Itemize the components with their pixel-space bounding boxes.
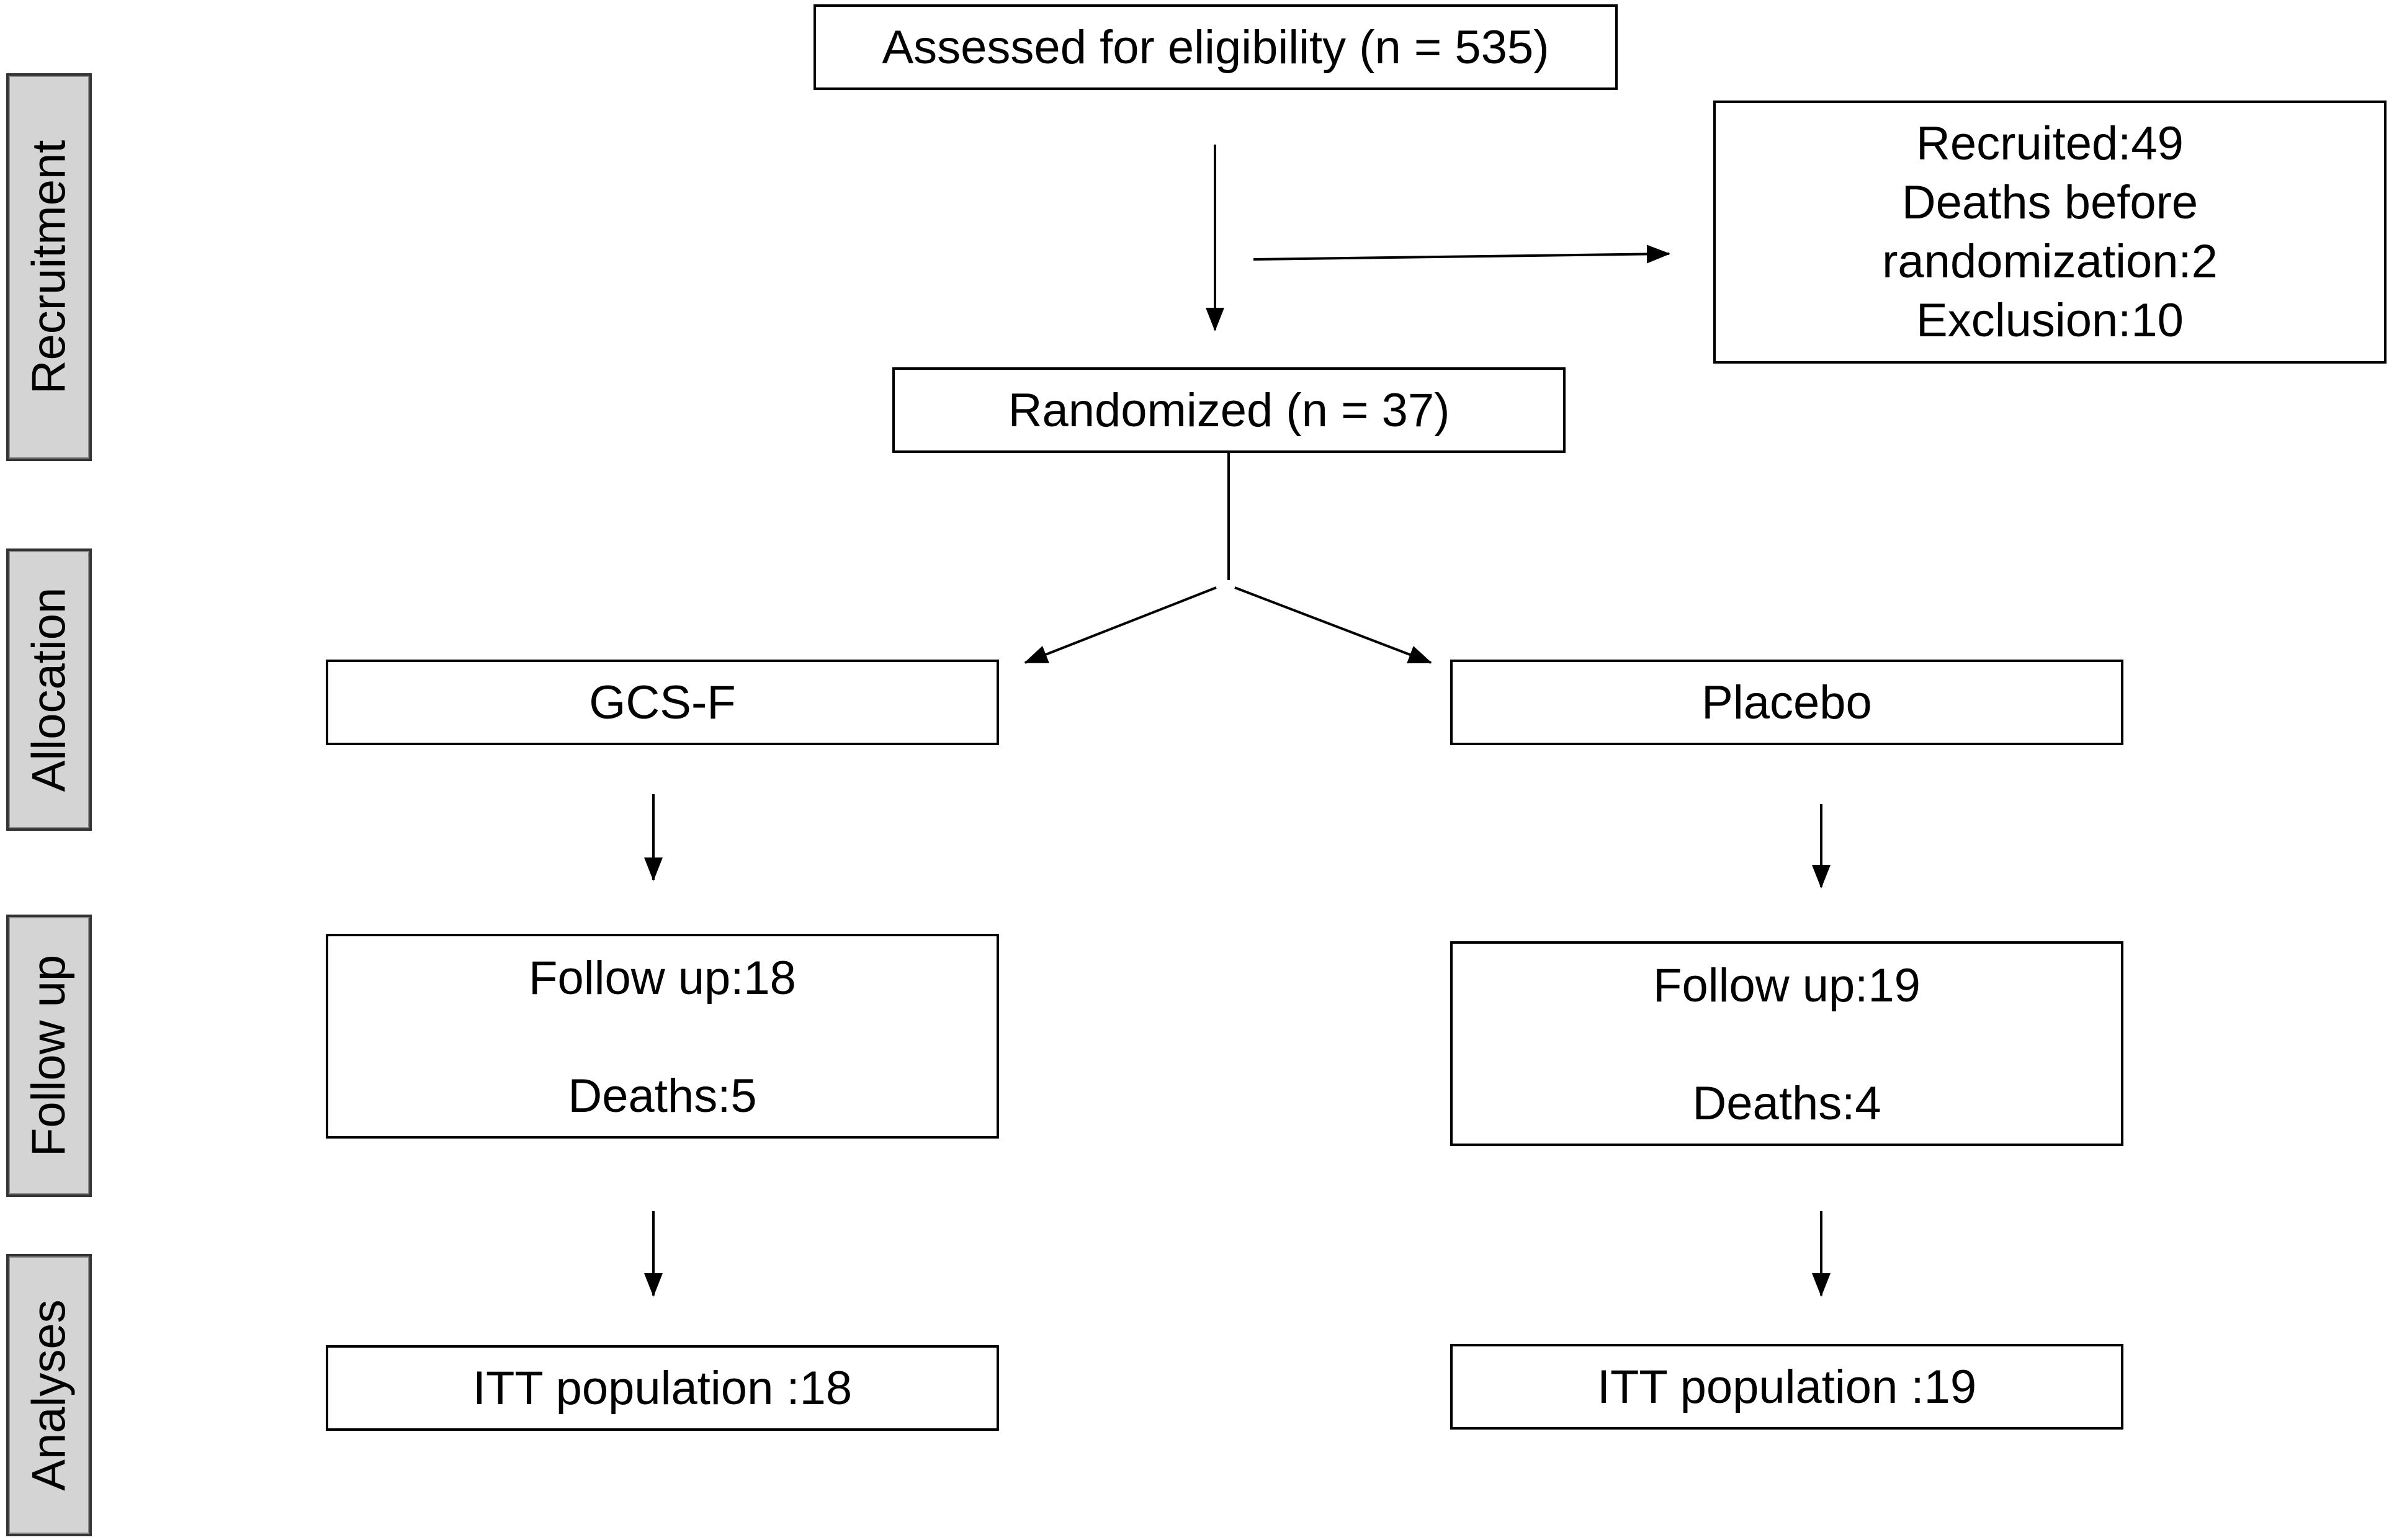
itt-left-text: ITT population :18 bbox=[472, 1361, 853, 1415]
arm-right-name: Placebo bbox=[1701, 676, 1872, 729]
excluded-box: Recruited:49 Deaths before randomization… bbox=[1713, 101, 2387, 364]
stage-label-follow-up: Follow up bbox=[6, 915, 92, 1197]
stage-label-analyses: Analyses bbox=[6, 1254, 92, 1536]
excluded-line-2: Deaths before bbox=[1901, 176, 2199, 229]
itt-left-box: ITT population :18 bbox=[326, 1345, 999, 1431]
randomized-text: Randomized (n = 37) bbox=[1008, 383, 1450, 437]
randomized-box: Randomized (n = 37) bbox=[892, 367, 1566, 453]
arm-left-box: GCS-F bbox=[326, 660, 999, 745]
follow-up-right-box: Follow up:19 Deaths:4 bbox=[1450, 941, 2123, 1146]
follow-up-left-box: Follow up:18 Deaths:5 bbox=[326, 934, 999, 1139]
stage-label-recruitment: Recruitment bbox=[6, 73, 92, 461]
arrow-split-left bbox=[1024, 586, 1217, 664]
excluded-line-3: randomization:2 bbox=[1882, 235, 2218, 288]
follow-up-left-deaths: Deaths:5 bbox=[568, 1070, 757, 1122]
arm-left-name: GCS-F bbox=[589, 676, 736, 729]
follow-up-right-deaths: Deaths:4 bbox=[1692, 1077, 1881, 1130]
stage-label-allocation: Allocation bbox=[6, 548, 92, 831]
assessed-text: Assessed for eligibility (n = 535) bbox=[882, 20, 1549, 74]
itt-right-box: ITT population :19 bbox=[1450, 1344, 2123, 1430]
arm-right-box: Placebo bbox=[1450, 660, 2123, 745]
excluded-line-4: Exclusion:10 bbox=[1916, 294, 2184, 347]
follow-up-right-count: Follow up:19 bbox=[1653, 959, 1921, 1012]
arrow-to-excluded bbox=[1253, 244, 1670, 264]
excluded-line-1: Recruited:49 bbox=[1916, 117, 2184, 170]
follow-up-left-count: Follow up:18 bbox=[529, 952, 796, 1005]
assessed-box: Assessed for eligibility (n = 535) bbox=[814, 4, 1618, 90]
arrow-split-right bbox=[1234, 586, 1432, 664]
itt-right-text: ITT population :19 bbox=[1597, 1360, 1977, 1413]
